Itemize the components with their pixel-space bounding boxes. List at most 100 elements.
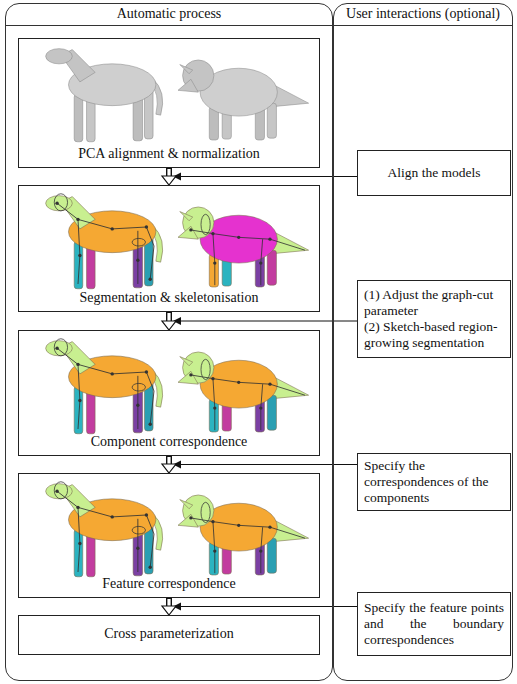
skeleton-line	[78, 219, 80, 284]
skeleton-joint	[268, 383, 271, 386]
dinosaur-model	[178, 207, 309, 287]
skeleton-joint	[145, 225, 148, 228]
boundary-ring	[54, 339, 67, 356]
boundary-ring	[132, 383, 145, 391]
skeleton-line	[57, 203, 154, 279]
boundary-ring	[132, 238, 145, 246]
head-shape	[46, 341, 73, 356]
skeleton-line	[57, 491, 154, 567]
horse-model	[46, 482, 163, 577]
skeleton-joint	[78, 254, 81, 257]
process-box: Segmentation & skeletonisation	[18, 185, 320, 312]
skeleton-joint	[237, 524, 240, 527]
skeleton-joint	[145, 370, 148, 373]
skeleton-joint	[259, 261, 262, 264]
arrowhead	[162, 176, 176, 185]
skeleton-joint	[213, 549, 216, 552]
leg-shape	[267, 250, 276, 285]
skeleton-joint	[189, 516, 192, 519]
box-label: PCA alignment & normalization	[78, 146, 260, 162]
interaction-arrow	[169, 603, 357, 616]
boundary-ring	[54, 482, 67, 499]
skeleton-joint	[148, 423, 151, 426]
head-shape	[46, 196, 73, 211]
skeleton-joint	[76, 506, 79, 509]
boundary-ring	[201, 214, 210, 234]
horn-shape	[180, 65, 193, 74]
dinosaur-model	[178, 352, 309, 432]
horse-model	[46, 194, 163, 289]
boundary-ring	[201, 502, 210, 522]
skeleton-joint	[237, 381, 240, 384]
skeleton-line	[78, 364, 80, 429]
skeleton-line	[213, 379, 215, 431]
skeleton-joint	[189, 373, 192, 376]
arrowhead	[162, 606, 176, 615]
box-label: Specify the feature points and the bound…	[364, 600, 504, 648]
process-arrow	[162, 456, 176, 473]
connector-line	[169, 321, 357, 330]
process-arrow	[162, 312, 176, 330]
interaction-box: (1) Adjust the graph-cut parameter(2) Sk…	[357, 280, 511, 358]
skeleton-joint	[136, 259, 139, 262]
skeleton-line	[213, 234, 215, 286]
head-shape	[178, 79, 198, 92]
skeleton-joint	[148, 278, 151, 281]
skeleton-joint	[259, 406, 262, 409]
head-shape	[178, 371, 198, 384]
head-shape	[178, 514, 198, 527]
horse-model	[46, 49, 163, 142]
column-heading: User interactions (optional)	[334, 4, 512, 26]
interaction-box: Align the models	[357, 150, 511, 196]
skeleton-joint	[259, 549, 262, 552]
skeleton-joint	[110, 372, 113, 375]
skeleton-line	[57, 348, 154, 424]
skeleton-joint	[148, 566, 151, 569]
box-label: Align the models	[364, 165, 504, 181]
skeleton-joint	[110, 515, 113, 518]
process-arrow	[162, 598, 176, 615]
skeleton-joint	[211, 232, 214, 235]
skeleton-joint	[213, 406, 216, 409]
skeleton-joint	[78, 542, 81, 545]
connector-line	[169, 607, 357, 616]
interaction-box: Specify the correspondences of the compo…	[357, 453, 511, 511]
leg-shape	[267, 538, 276, 573]
boundary-ring	[54, 194, 67, 211]
horn-shape	[180, 212, 193, 221]
leg-shape	[267, 395, 276, 430]
skeleton-joint	[211, 520, 214, 523]
skeleton-joint	[110, 227, 113, 230]
boundary-ring	[201, 359, 210, 379]
process-box: Component correspondence	[18, 330, 320, 456]
dinosaur-model	[178, 495, 309, 575]
box-label: Segmentation & skeletonisation	[80, 290, 259, 306]
column-band: Automatic processPCA alignment & normali…	[5, 3, 333, 681]
skeleton-joint	[211, 377, 214, 380]
connector-line	[169, 177, 357, 186]
column-heading: Automatic process	[6, 4, 332, 26]
process-box: Feature correspondence	[18, 473, 320, 598]
horn-shape	[180, 500, 193, 509]
head-shape	[46, 49, 73, 64]
box-label: (2) Sketch-based region-growing segmenta…	[364, 319, 504, 351]
boundary-ring	[132, 526, 145, 534]
skeleton-joint	[213, 261, 216, 264]
box-label: Cross parameterization	[104, 626, 233, 642]
connector-line	[169, 465, 357, 474]
skeleton-joint	[145, 513, 148, 516]
interaction-arrow	[169, 461, 357, 474]
leg-shape	[267, 103, 276, 138]
interaction-box: Specify the feature points and the bound…	[357, 592, 511, 656]
skeleton-joint	[189, 228, 192, 231]
process-box: Cross parameterization	[18, 615, 320, 655]
skeleton-joint	[136, 547, 139, 550]
skeleton-joint	[268, 526, 271, 529]
box-label: (1) Adjust the graph-cut parameter	[364, 287, 504, 319]
skeleton-joint	[78, 399, 81, 402]
skeleton-joint	[55, 490, 58, 493]
head-shape	[178, 226, 198, 239]
dinosaur-model	[178, 60, 309, 140]
box-label: Feature correspondence	[102, 576, 235, 592]
